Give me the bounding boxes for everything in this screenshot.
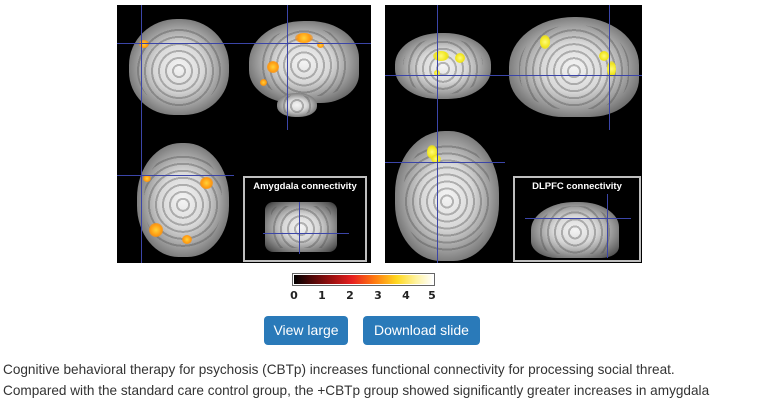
caption-line: Cognitive behavioral therapy for psychos… — [3, 362, 675, 377]
crosshair-vertical — [299, 202, 300, 254]
dlpfc-inset: DLPFC connectivity — [513, 176, 641, 262]
figure-caption: Cognitive behavioral therapy for psychos… — [3, 359, 773, 401]
crosshair-horizontal — [263, 233, 349, 234]
inset-title: Amygdala connectivity — [253, 181, 357, 192]
crosshair-horizontal — [525, 218, 631, 219]
activation-blob — [599, 51, 609, 61]
crosshair-horizontal — [385, 162, 505, 163]
crosshair-horizontal — [117, 43, 371, 44]
caption-line: Compared with the standard care control … — [3, 383, 710, 398]
crosshair-horizontal — [385, 75, 642, 76]
amygdala-inset: Amygdala connectivity — [243, 176, 367, 262]
colorbar-ticks: 0 1 2 3 4 5 — [288, 289, 440, 303]
colorbar — [292, 273, 435, 286]
activation-blob — [267, 61, 279, 73]
activation-blob — [431, 155, 441, 163]
coronal-inset-slice — [265, 202, 337, 252]
colorbar-gradient — [294, 275, 433, 284]
coronal-brain-slice — [395, 33, 491, 99]
crosshair-vertical — [607, 194, 608, 258]
colorbar-tick: 4 — [402, 289, 410, 302]
activation-blob — [317, 42, 324, 48]
activation-blob — [295, 33, 313, 43]
inset-title: DLPFC connectivity — [532, 181, 622, 192]
colorbar-tick: 1 — [318, 289, 326, 302]
colorbar-tick: 2 — [346, 289, 354, 302]
activation-blob — [433, 51, 449, 61]
view-large-button[interactable]: View large — [264, 316, 348, 345]
crosshair-vertical — [141, 5, 142, 263]
colorbar-tick: 0 — [290, 289, 298, 302]
axial-brain-slice — [395, 131, 499, 261]
sagittal-inset-slice — [531, 202, 619, 258]
colorbar-tick: 3 — [374, 289, 382, 302]
figure-panel-amygdala: Amygdala connectivity — [117, 5, 371, 263]
coronal-brain-slice — [129, 19, 229, 115]
crosshair-vertical — [287, 5, 288, 130]
download-slide-button[interactable]: Download slide — [363, 316, 480, 345]
activation-blob — [182, 235, 192, 244]
activation-blob — [455, 53, 465, 63]
activation-blob — [607, 61, 616, 77]
activation-blob — [427, 145, 437, 159]
sagittal-brain-slice — [509, 17, 639, 117]
crosshair-horizontal — [117, 175, 234, 176]
activation-blob — [260, 79, 267, 86]
activation-blob — [149, 223, 163, 237]
colorbar-tick: 5 — [428, 289, 436, 302]
figure-panel-dlpfc: DLPFC connectivity — [385, 5, 642, 263]
cerebellum-slice — [277, 93, 317, 117]
crosshair-vertical — [609, 5, 610, 130]
activation-blob — [143, 175, 151, 182]
activation-blob — [540, 35, 550, 49]
activation-blob — [139, 40, 149, 48]
activation-blob — [200, 177, 213, 189]
crosshair-vertical — [437, 5, 438, 263]
